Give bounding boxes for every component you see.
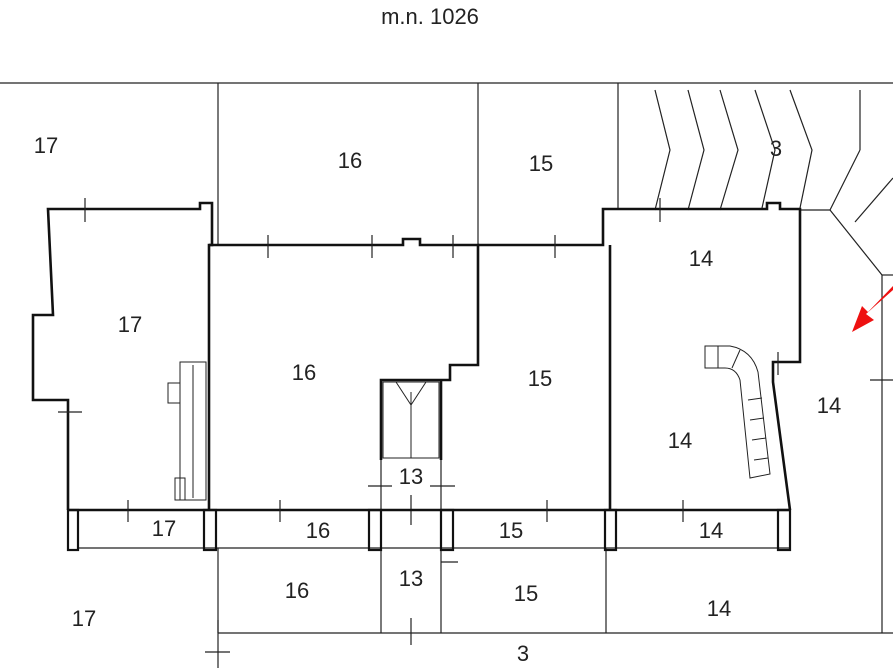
label-16-bottom: 16 xyxy=(285,578,309,603)
label-15-mid: 15 xyxy=(528,366,552,391)
parcel-lines xyxy=(0,82,893,668)
label-16-strip: 16 xyxy=(306,518,330,543)
balcony-posts xyxy=(66,500,792,552)
staircase-right xyxy=(704,345,771,479)
label-3-bottom: 3 xyxy=(517,641,529,666)
label-14-top: 14 xyxy=(689,246,713,271)
label-17-strip: 17 xyxy=(152,516,176,541)
label-15-top: 15 xyxy=(529,151,553,176)
label-15-bottom: 15 xyxy=(514,581,538,606)
label-14-right: 14 xyxy=(817,393,841,418)
label-3-top: 3 xyxy=(770,136,782,161)
label-17-bottom: 17 xyxy=(72,606,96,631)
label-15-strip: 15 xyxy=(499,518,523,543)
label-14-bottom: 14 xyxy=(707,596,731,621)
label-14-strip: 14 xyxy=(699,518,723,543)
staircase-left xyxy=(167,361,207,501)
label-13-bottom: 13 xyxy=(399,566,423,591)
label-16-top: 16 xyxy=(338,148,362,173)
parcel-title: m.n. 1026 xyxy=(381,4,479,29)
location-arrow-icon xyxy=(852,286,893,332)
label-17-top: 17 xyxy=(34,133,58,158)
building-outline xyxy=(31,198,802,512)
label-16-mid: 16 xyxy=(292,360,316,385)
unit-labels: 17 16 15 3 17 16 15 14 14 14 13 17 16 15… xyxy=(34,133,841,666)
label-14-mid: 14 xyxy=(668,428,692,453)
staircase-center xyxy=(382,381,440,459)
label-17-mid: 17 xyxy=(118,312,142,337)
label-13-stair: 13 xyxy=(399,464,423,489)
